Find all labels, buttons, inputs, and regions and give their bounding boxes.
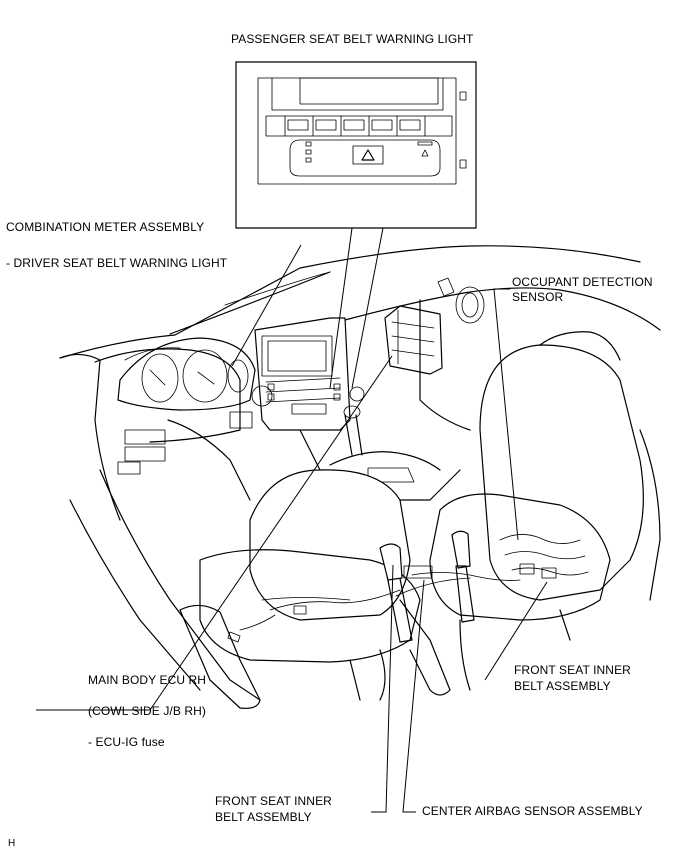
label-front-seat-inner-belt-bottom-1: FRONT SEAT INNER [215,794,332,808]
leader-front-belt-right [484,581,548,681]
leader-occupant-sensor [493,288,519,541]
label-cowl-side-jb-rh: (COWL SIDE J/B RH) [88,704,207,718]
label-main-body-ecu-rh: MAIN BODY ECU RH [88,673,207,687]
leader-passenger-light [329,227,353,389]
leader-center-airbag [402,579,425,813]
inset-center-panel [235,61,477,229]
label-driver-seat-belt-warning-light: - DRIVER SEAT BELT WARNING LIGHT [6,256,228,270]
label-center-airbag-sensor-assembly: CENTER AIRBAG SENSOR ASSEMBLY [422,804,643,818]
label-passenger-seat-belt-warning-light: PASSENGER SEAT BELT WARNING LIGHT [231,32,474,46]
label-combination-meter-assembly: COMBINATION METER ASSEMBLY [6,220,205,234]
label-front-seat-inner-belt-bottom-2: BELT ASSEMBLY [215,810,312,824]
label-front-seat-inner-belt-right-2: BELT ASSEMBLY [514,679,611,693]
leader-combination-meter [231,244,302,367]
passenger-seat [399,331,644,696]
driver-seat [179,469,421,709]
label-occupant-detection-sensor-2: SENSOR [512,290,564,304]
label-occupant-detection-sensor-1: OCCUPANT DETECTION [512,275,653,289]
floor-and-harness [69,429,661,701]
leader-lines [36,227,548,813]
leader-passenger-light-2 [351,227,384,389]
label-ecu-ig-fuse: - ECU-IG fuse [88,735,165,749]
leader-main-body-ecu [36,355,393,711]
label-front-seat-inner-belt-right-1: FRONT SEAT INNER [514,663,631,677]
leader-front-belt-bottom [371,564,394,813]
label-corner-mark: H [8,838,16,849]
